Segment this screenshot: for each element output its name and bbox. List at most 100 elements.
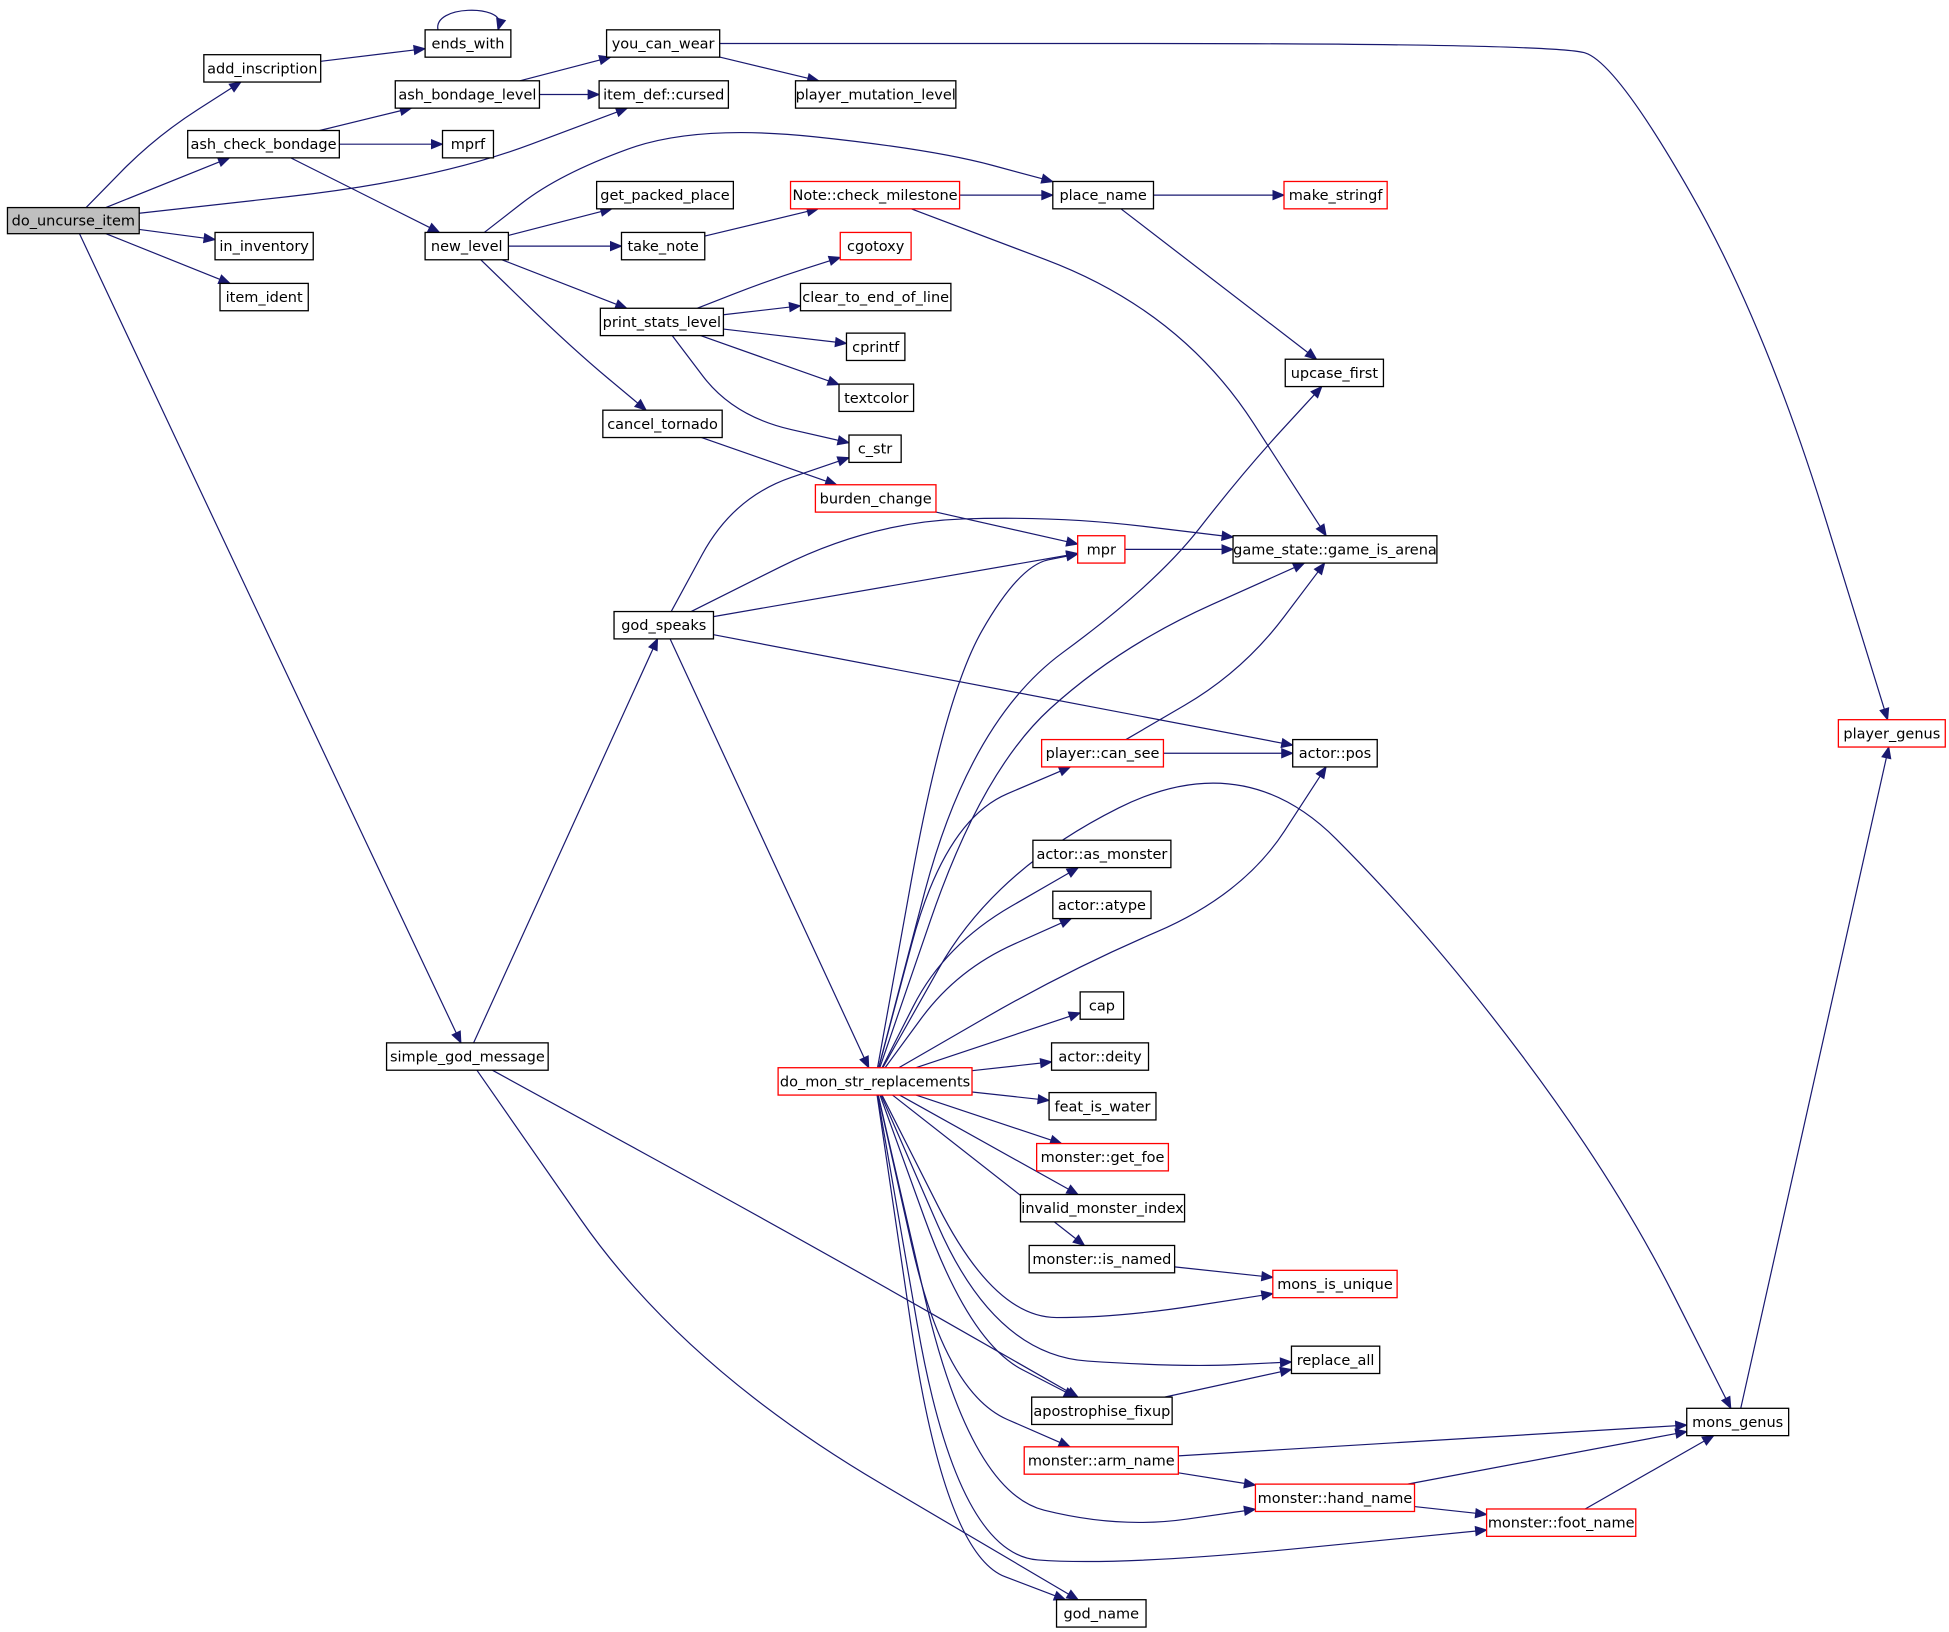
edge-simple_god_message-to-god_speaks (473, 637, 659, 1044)
edge-do_mon_str_replacements-to-mpr (876, 551, 1079, 1068)
edge-monster_is_named-to-mons_is_unique (1174, 1266, 1275, 1282)
edge-do_mon_str_replacements-to-player_can_see (878, 766, 1072, 1068)
node-you-can-wear[interactable]: you_can_wear (605, 29, 721, 58)
edge-god_speaks-to-actor_pos (713, 634, 1295, 749)
node-box (424, 29, 512, 58)
node-actor-as-monster[interactable]: actor::as_monster (1032, 839, 1172, 869)
node-box (1079, 991, 1125, 1020)
node-upcase-first[interactable]: upcase_first (1284, 358, 1385, 388)
node-do-uncurse-item[interactable]: do_uncurse_item (6, 206, 140, 235)
node-monster-foot-name[interactable]: monster::foot_name (1485, 1508, 1637, 1537)
call-graph-nodes: do_uncurse_item add_inscription ends_with y… (6, 29, 1946, 1628)
node-box (219, 282, 309, 312)
node-game-is-arena[interactable]: game_state::game_is_arena (1232, 535, 1438, 564)
node-label: feat_is_water (1055, 1099, 1151, 1115)
node-box (838, 383, 915, 413)
node-take-note[interactable]: take_note (620, 231, 706, 261)
node-box (424, 231, 510, 261)
node-mons-genus[interactable]: mons_genus (1686, 1407, 1790, 1437)
node-ends-with[interactable]: ends_with (424, 29, 512, 58)
node-box (1050, 1042, 1150, 1071)
node-in-inventory[interactable]: in_inventory (214, 231, 314, 261)
node-label: god_speaks (621, 618, 706, 634)
node-ash-check-bondage[interactable]: ash_check_bondage (187, 129, 340, 159)
node-cgotoxy[interactable]: cgotoxy (839, 231, 912, 261)
node-item-def-cursed[interactable]: item_def::cursed (598, 80, 730, 109)
node-place-name[interactable]: place_name (1052, 180, 1155, 210)
node-label: do_uncurse_item (12, 214, 135, 230)
node-feat-is-water[interactable]: feat_is_water (1048, 1091, 1157, 1121)
node-label: actor::pos (1299, 746, 1372, 762)
node-monster-is-named[interactable]: monster::is_named (1028, 1244, 1176, 1274)
node-box (1040, 738, 1165, 768)
node-label: replace_all (1297, 1353, 1375, 1369)
node-monster-hand-name[interactable]: monster::hand_name (1254, 1483, 1416, 1513)
edge-do_mon_str_replacements-to-cap (915, 1011, 1082, 1069)
edge-new_level-to-take_note (508, 240, 623, 252)
node-box (6, 206, 140, 235)
node-cancel-tornado[interactable]: cancel_tornado (602, 409, 723, 439)
node-textcolor[interactable]: textcolor (838, 383, 915, 413)
node-label: ash_check_bondage (190, 137, 336, 153)
node-new-level[interactable]: new_level (424, 231, 510, 261)
node-replace-all[interactable]: replace_all (1290, 1345, 1381, 1375)
node-simple-god-message[interactable]: simple_god_message (385, 1042, 549, 1071)
node-c-str[interactable]: c_str (848, 434, 902, 464)
node-cprintf[interactable]: cprintf (845, 332, 906, 362)
node-invalid-monster-index[interactable]: invalid_monster_index (1019, 1193, 1186, 1223)
node-player-genus[interactable]: player_genus (1837, 719, 1946, 748)
node-label: actor::atype (1058, 898, 1146, 914)
node-box (1284, 358, 1385, 388)
node-monster-get-foe[interactable]: monster::get_foe (1035, 1142, 1170, 1172)
node-god-name[interactable]: god_name (1055, 1599, 1147, 1628)
node-clear-to-end-of-line[interactable]: clear_to_end_of_line (799, 282, 952, 312)
node-do-mon-str-replacements[interactable]: do_mon_str_replacements (777, 1067, 973, 1096)
node-player-mutation-level[interactable]: player_mutation_level (794, 80, 957, 109)
node-box (1052, 180, 1155, 210)
edge-note_check_milestone-to-game_is_arena (911, 208, 1327, 537)
node-box (1048, 1091, 1157, 1121)
edge-ends_with-to-ends_with (437, 9, 507, 32)
node-label: monster::arm_name (1028, 1454, 1175, 1470)
node-actor-pos[interactable]: actor::pos (1292, 738, 1378, 768)
node-make-stringf[interactable]: make_stringf (1283, 180, 1388, 210)
node-actor-atype[interactable]: actor::atype (1052, 890, 1152, 920)
node-label: monster::hand_name (1258, 1491, 1413, 1507)
node-item-ident[interactable]: item_ident (219, 282, 309, 312)
node-note-check-milestone[interactable]: Note::check_milestone (789, 180, 961, 210)
node-mons-is-unique[interactable]: mons_is_unique (1272, 1269, 1398, 1299)
node-mprf[interactable]: mprf (441, 129, 495, 159)
edge-do_mon_str_replacements-to-mons_genus (882, 782, 1732, 1410)
node-box (214, 231, 314, 261)
edge-print_stats_level-to-textcolor (700, 335, 841, 386)
node-ash-bondage-level[interactable]: ash_bondage_level (394, 80, 541, 109)
edge-god_speaks-to-game_is_arena (690, 517, 1235, 613)
edge-do_mon_str_replacements-to-invalid_monster_index (899, 1094, 1080, 1196)
node-label: monster::is_named (1032, 1252, 1171, 1268)
node-print-stats-level[interactable]: print_stats_level (599, 307, 725, 337)
node-label: place_name (1059, 188, 1146, 204)
node-cap[interactable]: cap (1079, 991, 1125, 1020)
node-label: monster::foot_name (1488, 1516, 1635, 1532)
node-label: ends_with (432, 37, 505, 53)
node-label: mprf (451, 137, 486, 153)
node-apostrophise-fixup[interactable]: apostrophise_fixup (1031, 1396, 1173, 1426)
edge-do_mon_str_replacements-to-actor_deity (971, 1057, 1053, 1072)
edge-add_inscription-to-ends_with (320, 44, 427, 62)
node-add-inscription[interactable]: add_inscription (203, 54, 322, 83)
node-player-can-see[interactable]: player::can_see (1040, 738, 1165, 768)
node-label: in_inventory (219, 239, 309, 255)
node-burden-change[interactable]: burden_change (814, 484, 937, 513)
edge-you_can_wear-to-player_genus (719, 42, 1890, 721)
node-get-packed-place[interactable]: get_packed_place (595, 180, 735, 210)
node-mpr[interactable]: mpr (1077, 535, 1126, 564)
node-label: mons_is_unique (1277, 1277, 1393, 1293)
node-actor-deity[interactable]: actor::deity (1050, 1042, 1150, 1071)
node-label: make_stringf (1289, 188, 1384, 204)
edge-do_uncurse_item-to-in_inventory (139, 228, 217, 244)
node-box (1019, 1193, 1186, 1223)
node-monster-arm-name[interactable]: monster::arm_name (1023, 1446, 1179, 1475)
edge-ash_bondage_level-to-item_def_cursed (539, 89, 601, 100)
node-god-speaks[interactable]: god_speaks (613, 610, 715, 640)
node-box (1485, 1508, 1637, 1537)
